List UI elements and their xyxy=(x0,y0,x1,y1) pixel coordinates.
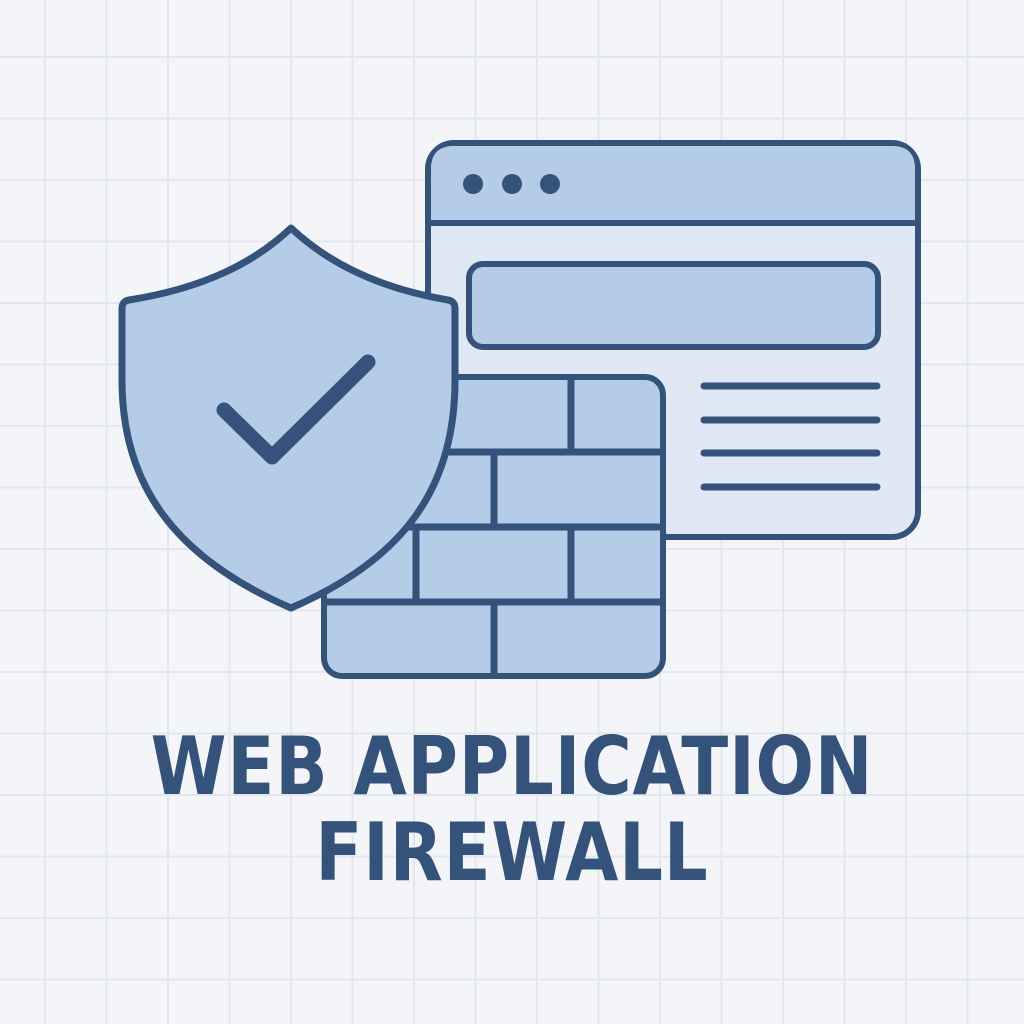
shield-check-icon xyxy=(118,224,459,612)
page-title-line-1: WEB APPLICATION xyxy=(150,720,874,813)
window-dot-icon xyxy=(540,174,560,194)
page-title-line-2: FIREWALL xyxy=(315,806,709,899)
shield-shape xyxy=(118,224,459,612)
checkmark-icon xyxy=(216,354,376,465)
browser-title-bar xyxy=(431,146,915,222)
window-dot-icon xyxy=(502,174,522,194)
browser-address-bar xyxy=(466,261,881,350)
window-dot-icon xyxy=(463,174,483,194)
browser-content-lines xyxy=(700,382,881,491)
